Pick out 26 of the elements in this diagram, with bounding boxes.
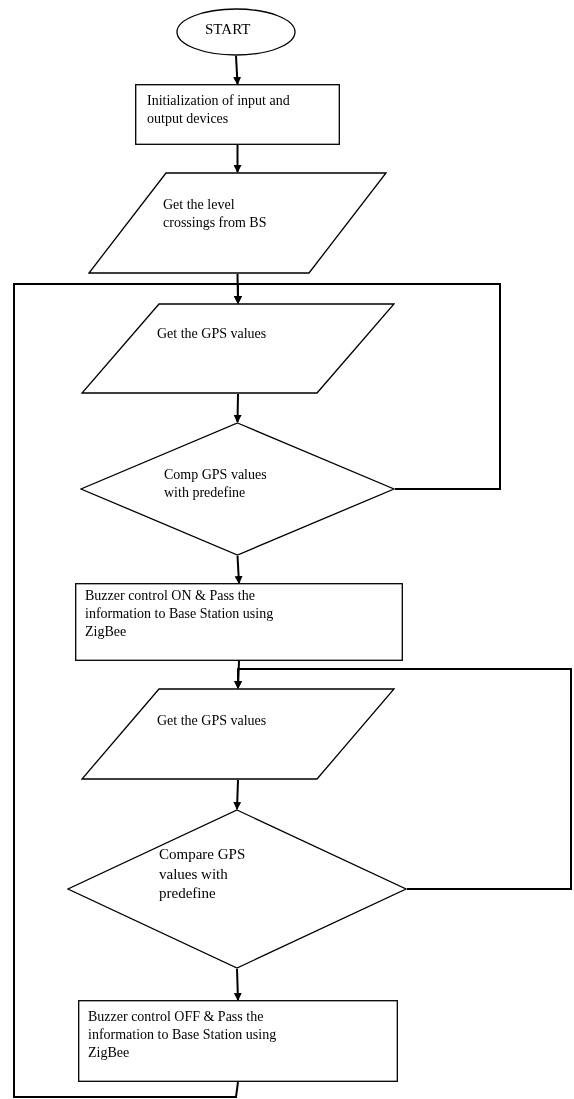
decision-diamond: [80, 422, 395, 556]
node-label: Get the level crossings from BS: [163, 196, 268, 233]
node-label: Buzzer control ON & Pass the information to Base Station using ZigBee: [85, 587, 275, 642]
process-box: [78, 1000, 398, 1082]
node-label: Get the GPS values: [157, 325, 268, 343]
node-label: Comp GPS values with predefine: [164, 466, 268, 503]
input-parallelogram: [88, 172, 387, 274]
start-ellipse: [176, 8, 296, 56]
arrow: [233, 144, 242, 173]
input-parallelogram: [81, 303, 395, 394]
node-label: START: [205, 20, 252, 39]
decision-diamond: [67, 809, 407, 969]
process-box: [75, 583, 403, 661]
process-box: [135, 84, 340, 145]
node-label: Initialization of input and output devices: [147, 92, 291, 129]
arrow: [233, 779, 242, 810]
arrow: [234, 555, 243, 584]
arrow: [234, 668, 572, 890]
node-label: Buzzer control OFF & Pass the information to Base Station using ZigBee: [88, 1008, 278, 1063]
arrow: [233, 393, 242, 423]
arrow: [233, 968, 242, 1001]
node-label: Compare GPS values with predefine: [159, 845, 247, 903]
node-label: Get the GPS values: [157, 712, 268, 730]
input-parallelogram: [81, 688, 395, 780]
arrow: [233, 55, 242, 85]
arrow: [13, 283, 242, 1098]
